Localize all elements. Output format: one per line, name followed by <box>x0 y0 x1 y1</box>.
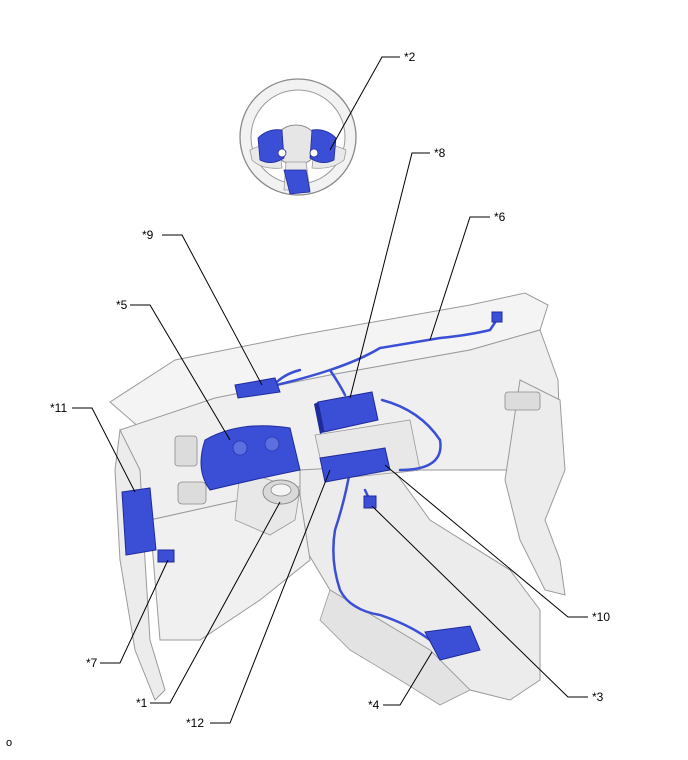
component-4-module <box>424 625 481 661</box>
figure-code: o <box>6 737 13 749</box>
callout-6: *6 <box>494 210 506 224</box>
component-10-module <box>319 447 391 483</box>
callout-3: *3 <box>592 690 604 704</box>
leader-12 <box>210 469 331 724</box>
callout-2: *2 <box>404 50 416 64</box>
leader-lines <box>72 56 588 724</box>
callout-1: *1 <box>136 696 148 710</box>
component-3-connector <box>363 495 377 509</box>
leader-9 <box>162 234 263 386</box>
leader-2 <box>329 56 400 151</box>
leader-4 <box>383 651 433 706</box>
leader-3 <box>371 505 588 698</box>
callout-7: *7 <box>86 656 98 670</box>
component-1-spiral-cable <box>262 479 300 505</box>
component-9-unit <box>234 377 281 399</box>
dashboard-body <box>109 292 566 706</box>
leader-5 <box>130 304 231 441</box>
callout-9: *9 <box>142 228 154 242</box>
callout-12: *12 <box>186 716 205 730</box>
callout-10: *10 <box>592 610 611 624</box>
callout-5: *5 <box>116 298 128 312</box>
component-5-meter <box>200 425 301 491</box>
leader-8 <box>349 152 430 399</box>
leader-6 <box>429 216 490 341</box>
callout-4: *4 <box>368 698 380 712</box>
callout-8: *8 <box>434 146 446 160</box>
leader-10 <box>384 464 588 618</box>
leader-1 <box>150 501 281 704</box>
steering-switch-left <box>257 129 285 163</box>
component-6-sensor <box>491 311 503 323</box>
leader-7 <box>100 559 169 664</box>
component-8-display <box>314 391 379 434</box>
callout-11: *11 <box>50 401 68 415</box>
steering-wheel <box>239 78 357 196</box>
component-11-ecu <box>121 487 175 563</box>
leader-11 <box>72 407 136 493</box>
